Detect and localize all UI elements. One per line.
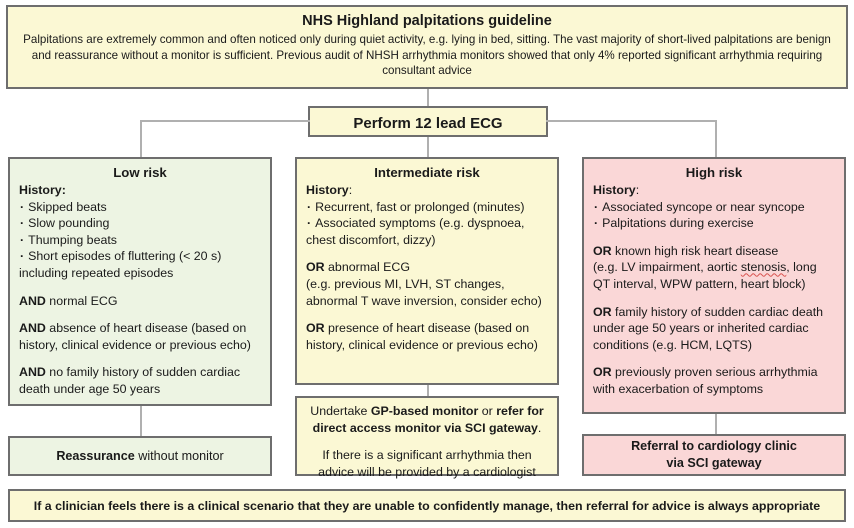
low-risk-bullet-1: Skipped beats	[19, 199, 261, 216]
ecg-step-label: Perform 12 lead ECG	[353, 115, 503, 132]
intermediate-risk-criterion-1: OR abnormal ECG	[306, 260, 410, 275]
connector-ecg-left-drop	[140, 120, 142, 157]
intermediate-risk-history-label: History:	[306, 183, 353, 197]
high-risk-criterion-1: OR known high risk heart disease	[593, 243, 779, 258]
connector-intermediate-to-monitor	[427, 385, 429, 396]
reassurance-outcome-box: Reassurance without monitor	[8, 436, 272, 476]
spellcheck-underline-stenosis: stenosis	[740, 260, 787, 275]
high-risk-bullet-2: Palpitations during exercise	[593, 215, 835, 232]
header-box: NHS Highland palpitations guideline Palp…	[6, 5, 848, 89]
connector-ecg-right-horizontal	[546, 120, 717, 122]
connector-header-to-ecg	[427, 89, 429, 106]
low-risk-box: Low risk History: Skipped beats Slow pou…	[8, 157, 272, 406]
low-risk-history-label: History:	[19, 183, 66, 197]
low-risk-bullet-2: Slow pounding	[19, 215, 261, 232]
referral-line-1: Referral to cardiology clinic	[631, 439, 797, 453]
monitor-outcome-box: Undertake GP-based monitor or refer for …	[295, 396, 559, 479]
connector-ecg-left-horizontal	[140, 120, 310, 122]
connector-ecg-right-drop	[715, 120, 717, 157]
low-risk-criterion-1: AND normal ECG	[19, 293, 118, 308]
footer-text: If a clinician feels there is a clinical…	[33, 498, 821, 513]
low-risk-title: Low risk	[113, 165, 167, 180]
low-risk-criterion-3: AND no family history of sudden cardiac …	[19, 365, 241, 397]
header-description: Palpitations are extremely common and of…	[23, 33, 831, 78]
reassurance-outcome-text: Reassurance without monitor	[56, 448, 224, 463]
intermediate-risk-bullet-2: Associated symptoms (e.g. dyspnoea,	[306, 215, 548, 232]
footer-box: If a clinician feels there is a clinical…	[8, 489, 846, 522]
intermediate-risk-criterion-2: OR presence of heart disease (based on h…	[306, 321, 538, 352]
referral-outcome-text: Referral to cardiology clinic via SCI ga…	[584, 436, 844, 474]
intermediate-risk-bullet-continuation: chest discomfort, dizzy)	[306, 232, 436, 247]
intermediate-risk-title: Intermediate risk	[374, 165, 480, 180]
high-risk-criterion-2: OR family history of sudden cardiac deat…	[593, 304, 824, 352]
monitor-outcome-text: Undertake GP-based monitor or refer for …	[297, 398, 557, 485]
high-risk-title: High risk	[685, 165, 743, 180]
low-risk-bullet-continuation: including repeated episodes	[19, 266, 174, 281]
low-risk-bullet-4: Short episodes of fluttering (< 20 s)	[19, 248, 261, 265]
high-risk-criterion-1-detail: (e.g. LV impairment, aortic stenosis, lo…	[593, 260, 817, 292]
high-risk-criterion-3: OR previously proven serious arrhythmia …	[593, 365, 818, 397]
low-risk-body: History: Skipped beats Slow pounding Thu…	[10, 182, 270, 404]
connector-low-to-reassurance	[140, 406, 142, 436]
low-risk-bullet-3: Thumping beats	[19, 232, 261, 249]
monitor-advice: If there is a significant arrhythmia the…	[318, 448, 536, 479]
ecg-step-box: Perform 12 lead ECG	[308, 106, 548, 137]
low-risk-criterion-2: AND absence of heart disease (based on h…	[19, 321, 251, 352]
connector-high-to-referral	[715, 414, 717, 434]
intermediate-risk-criterion-1-detail: (e.g. previous MI, LVH, ST changes, abno…	[306, 277, 542, 308]
referral-outcome-box: Referral to cardiology clinic via SCI ga…	[582, 434, 846, 476]
intermediate-risk-bullet-1: Recurrent, fast or prolonged (minutes)	[306, 199, 548, 216]
intermediate-risk-body: History: Recurrent, fast or prolonged (m…	[297, 182, 557, 359]
page-title: NHS Highland palpitations guideline	[302, 13, 552, 29]
high-risk-history-label: History:	[593, 183, 640, 197]
high-risk-bullet-1: Associated syncope or near syncope	[593, 199, 835, 216]
high-risk-body: History: Associated syncope or near sync…	[584, 182, 844, 404]
referral-line-2: via SCI gateway	[666, 456, 762, 470]
monitor-instruction: Undertake GP-based monitor or refer for …	[310, 404, 544, 435]
high-risk-box: High risk History: Associated syncope or…	[582, 157, 846, 414]
intermediate-risk-box: Intermediate risk History: Recurrent, fa…	[295, 157, 559, 385]
connector-ecg-center-drop	[427, 137, 429, 157]
